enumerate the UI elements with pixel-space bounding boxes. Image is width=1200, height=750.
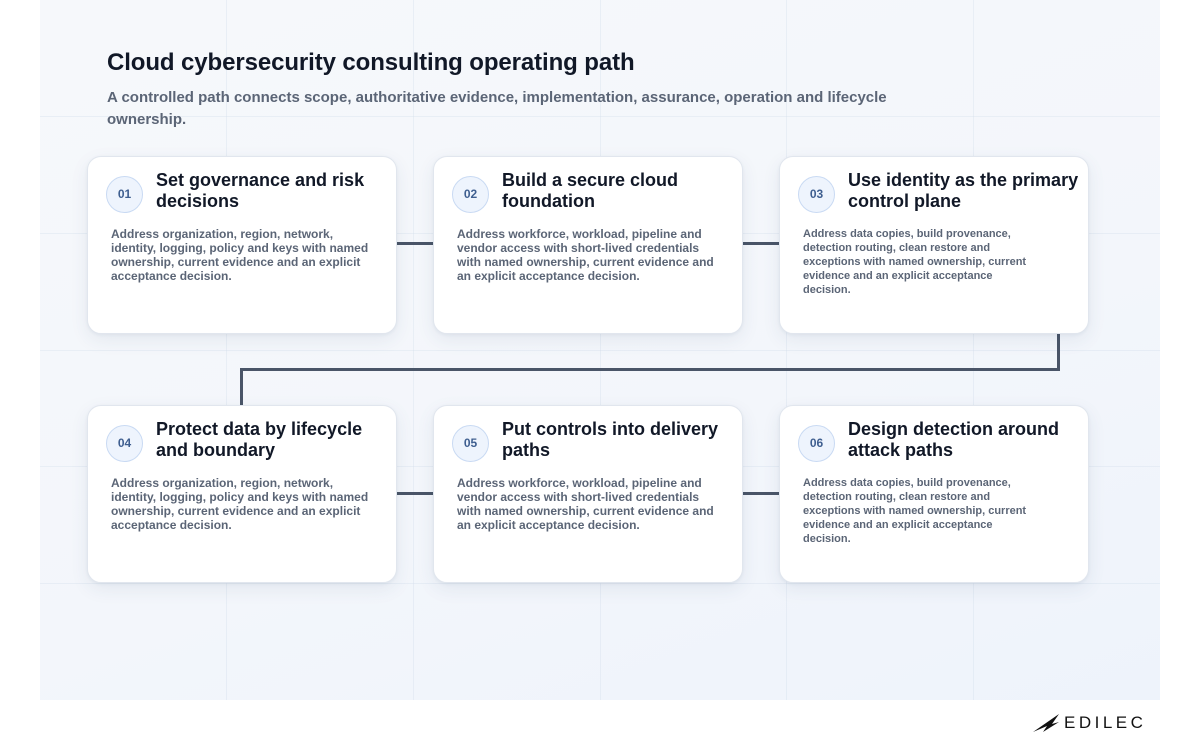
step-title: Design detection around attack paths — [848, 419, 1060, 460]
edilec-logo-icon — [1033, 714, 1059, 732]
step-description: Address workforce, workload, pipeline an… — [457, 476, 714, 532]
connector-row-wrap — [240, 368, 1060, 371]
grid-line — [40, 116, 1160, 117]
step-card-01: 01 Set governance and risk decisions Add… — [87, 156, 397, 334]
grid-line — [786, 0, 787, 700]
step-card-04: 04 Protect data by lifecycle and boundar… — [87, 405, 397, 583]
step-card-06: 06 Design detection around attack paths … — [779, 405, 1089, 583]
step-number-badge: 05 — [452, 425, 489, 462]
step-number-badge: 03 — [798, 176, 835, 213]
step-card-02: 02 Build a secure cloud foundation Addre… — [433, 156, 743, 334]
page-subtitle: A controlled path connects scope, author… — [107, 89, 887, 128]
step-description: Address organization, region, network, i… — [111, 476, 369, 532]
step-description: Address data copies, build provenance, d… — [803, 228, 1027, 296]
grid-line — [226, 0, 227, 700]
grid-line — [413, 0, 414, 700]
step-title: Put controls into delivery paths — [502, 419, 719, 460]
grid-line — [973, 0, 974, 700]
page-title: Cloud cybersecurity consulting operating… — [107, 49, 635, 76]
step-description: Address workforce, workload, pipeline an… — [457, 227, 714, 283]
step-description: Address organization, region, network, i… — [111, 227, 369, 283]
step-card-05: 05 Put controls into delivery paths Addr… — [433, 405, 743, 583]
step-title: Use identity as the primary control plan… — [848, 170, 1079, 211]
step-card-03: 03 Use identity as the primary control p… — [779, 156, 1089, 334]
grid-line — [40, 350, 1160, 351]
connector-01-02 — [397, 242, 434, 245]
step-number-badge: 01 — [106, 176, 143, 213]
grid-line — [40, 583, 1160, 584]
step-title: Set governance and risk decisions — [156, 170, 365, 211]
connector-02-03 — [743, 242, 780, 245]
connector-03-down — [1057, 333, 1060, 371]
step-number-badge: 04 — [106, 425, 143, 462]
logo-wordmark: EDILEC — [1064, 713, 1147, 732]
connector-04-down — [240, 368, 243, 406]
background-panel — [40, 0, 1160, 700]
step-title: Protect data by lifecycle and boundary — [156, 419, 363, 460]
edilec-logo: EDILEC — [1032, 712, 1146, 734]
step-number-badge: 02 — [452, 176, 489, 213]
step-title: Build a secure cloud foundation — [502, 170, 679, 211]
connector-04-05 — [397, 492, 434, 495]
step-number-badge: 06 — [798, 425, 835, 462]
connector-05-06 — [743, 492, 780, 495]
step-description: Address data copies, build provenance, d… — [803, 477, 1027, 545]
grid-line — [600, 0, 601, 700]
